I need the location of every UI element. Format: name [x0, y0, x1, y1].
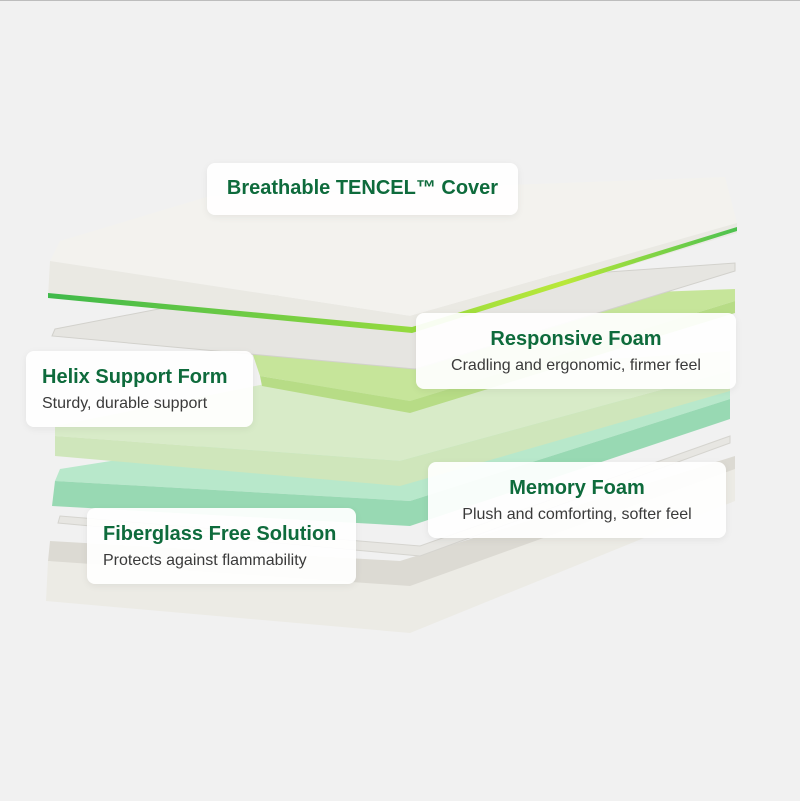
- label-title: Responsive Foam: [490, 328, 662, 350]
- label-cover: Breathable TENCEL™ Cover: [207, 163, 518, 215]
- label-subtitle: Cradling and ergonomic, firmer feel: [451, 357, 701, 374]
- label-fiberglass-free: Fiberglass Free Solution Protects agains…: [87, 508, 356, 584]
- label-subtitle: Plush and comforting, softer feel: [462, 506, 692, 523]
- label-subtitle: Protects against flammability: [103, 552, 307, 569]
- label-memory-foam: Memory Foam Plush and comforting, softer…: [428, 462, 726, 538]
- label-responsive-foam: Responsive Foam Cradling and ergonomic, …: [416, 313, 736, 389]
- label-title: Breathable TENCEL™ Cover: [226, 177, 499, 199]
- label-support-form: Helix Support Form Sturdy, durable suppo…: [26, 351, 253, 427]
- label-title: Fiberglass Free Solution: [103, 523, 337, 545]
- label-title: Memory Foam: [509, 477, 645, 499]
- label-title: Helix Support Form: [42, 366, 228, 388]
- label-subtitle: Sturdy, durable support: [42, 395, 208, 412]
- fire-barrier-sheet: [57, 435, 731, 557]
